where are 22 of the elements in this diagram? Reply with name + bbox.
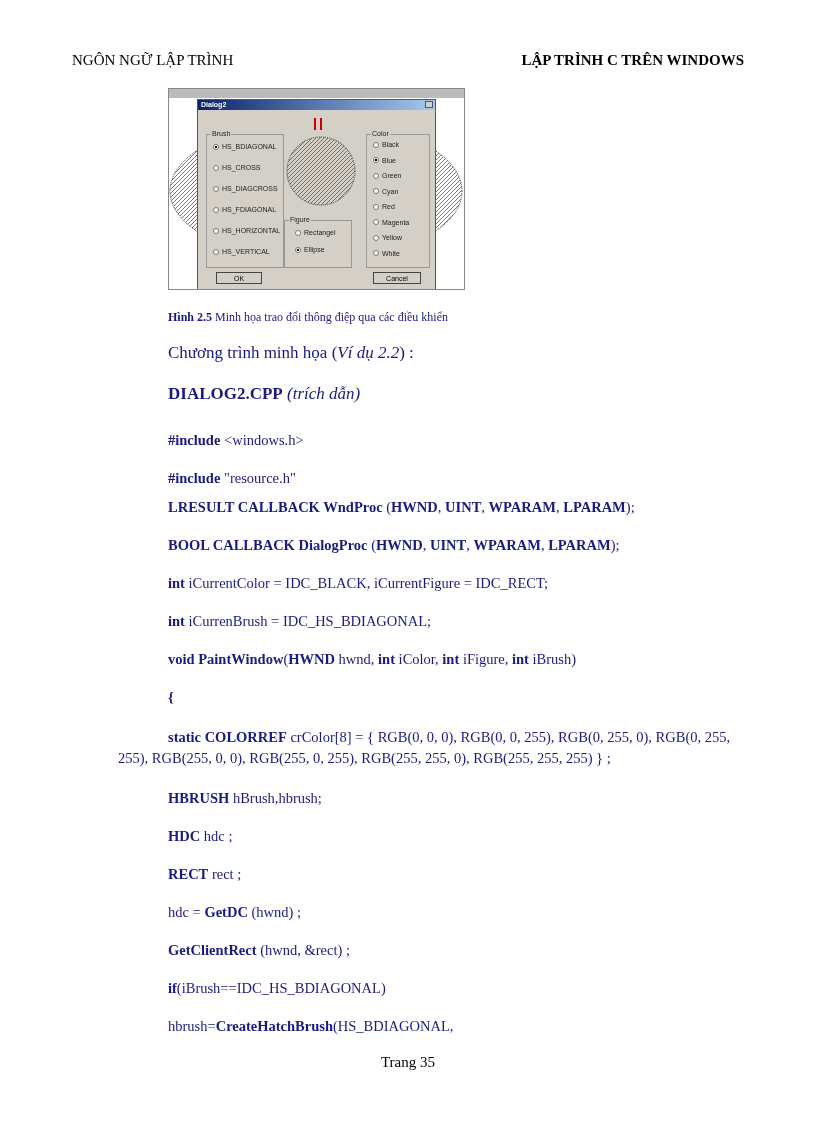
code-line: #include <windows.h> [168,432,305,449]
heading-text: Chương trình minh họa (Ví dụ 2.2) : [168,343,415,363]
code-line: hdc = GetDC (hwnd) ; [168,904,303,921]
code-line: { [168,689,175,706]
code-line: HBRUSH hBrush,hbrush; [168,790,323,807]
code-line: static COLORREF crColor[8] = { RGB(0, 0, 0), RGB(0, 0, 255), RGB(0, 255, 0), RGB(0, 255, 255), RGB(255, 0, 0), RGB(255, 0, 255), RGB(255, 255, 0), RGB(255, 255, 255) } ; [118,728,732,768]
code-line: BOOL CALLBACK DialogProc (HWND, UINT, WPARAM, LPARAM); [168,537,621,554]
code-line: int iCurrentColor = IDC_BLACK, iCurrentFigure = IDC_RECT; [168,575,550,592]
code-line: hbrush=CreateHatchBrush(HS_BDIAGONAL, [168,1018,455,1035]
code-line: int iCurrenBrush = IDC_HS_BDIAGONAL; [168,613,433,630]
running-header: NGÔN NGỮ LẬP TRÌNH [72,52,234,69]
code-line: LRESULT CALLBACK WndProc (HWND, UINT, WPARAM, LPARAM); [168,499,636,516]
code-line: if(iBrush==IDC_HS_BDIAGONAL) [168,980,387,997]
heading-text: DIALOG2.CPP (trích dẫn) [168,384,362,404]
code-line: RECT rect ; [168,866,243,883]
code-line: GetClientRect (hwnd, &rect) ; [168,942,351,959]
code-line: void PaintWindow(HWND hwnd, int iColor, int iFigure, int iBrush) [168,651,578,668]
running-header: LẬP TRÌNH C TRÊN WINDOWS [521,52,744,69]
figure-caption: Hình 2.5 Minh họa trao đổi thông điệp qua các điều khiển [168,310,449,325]
code-line: #include "resource.h" [168,470,297,487]
page-number: Trang 35 [379,1054,436,1071]
code-line: HDC hdc ; [168,828,234,845]
